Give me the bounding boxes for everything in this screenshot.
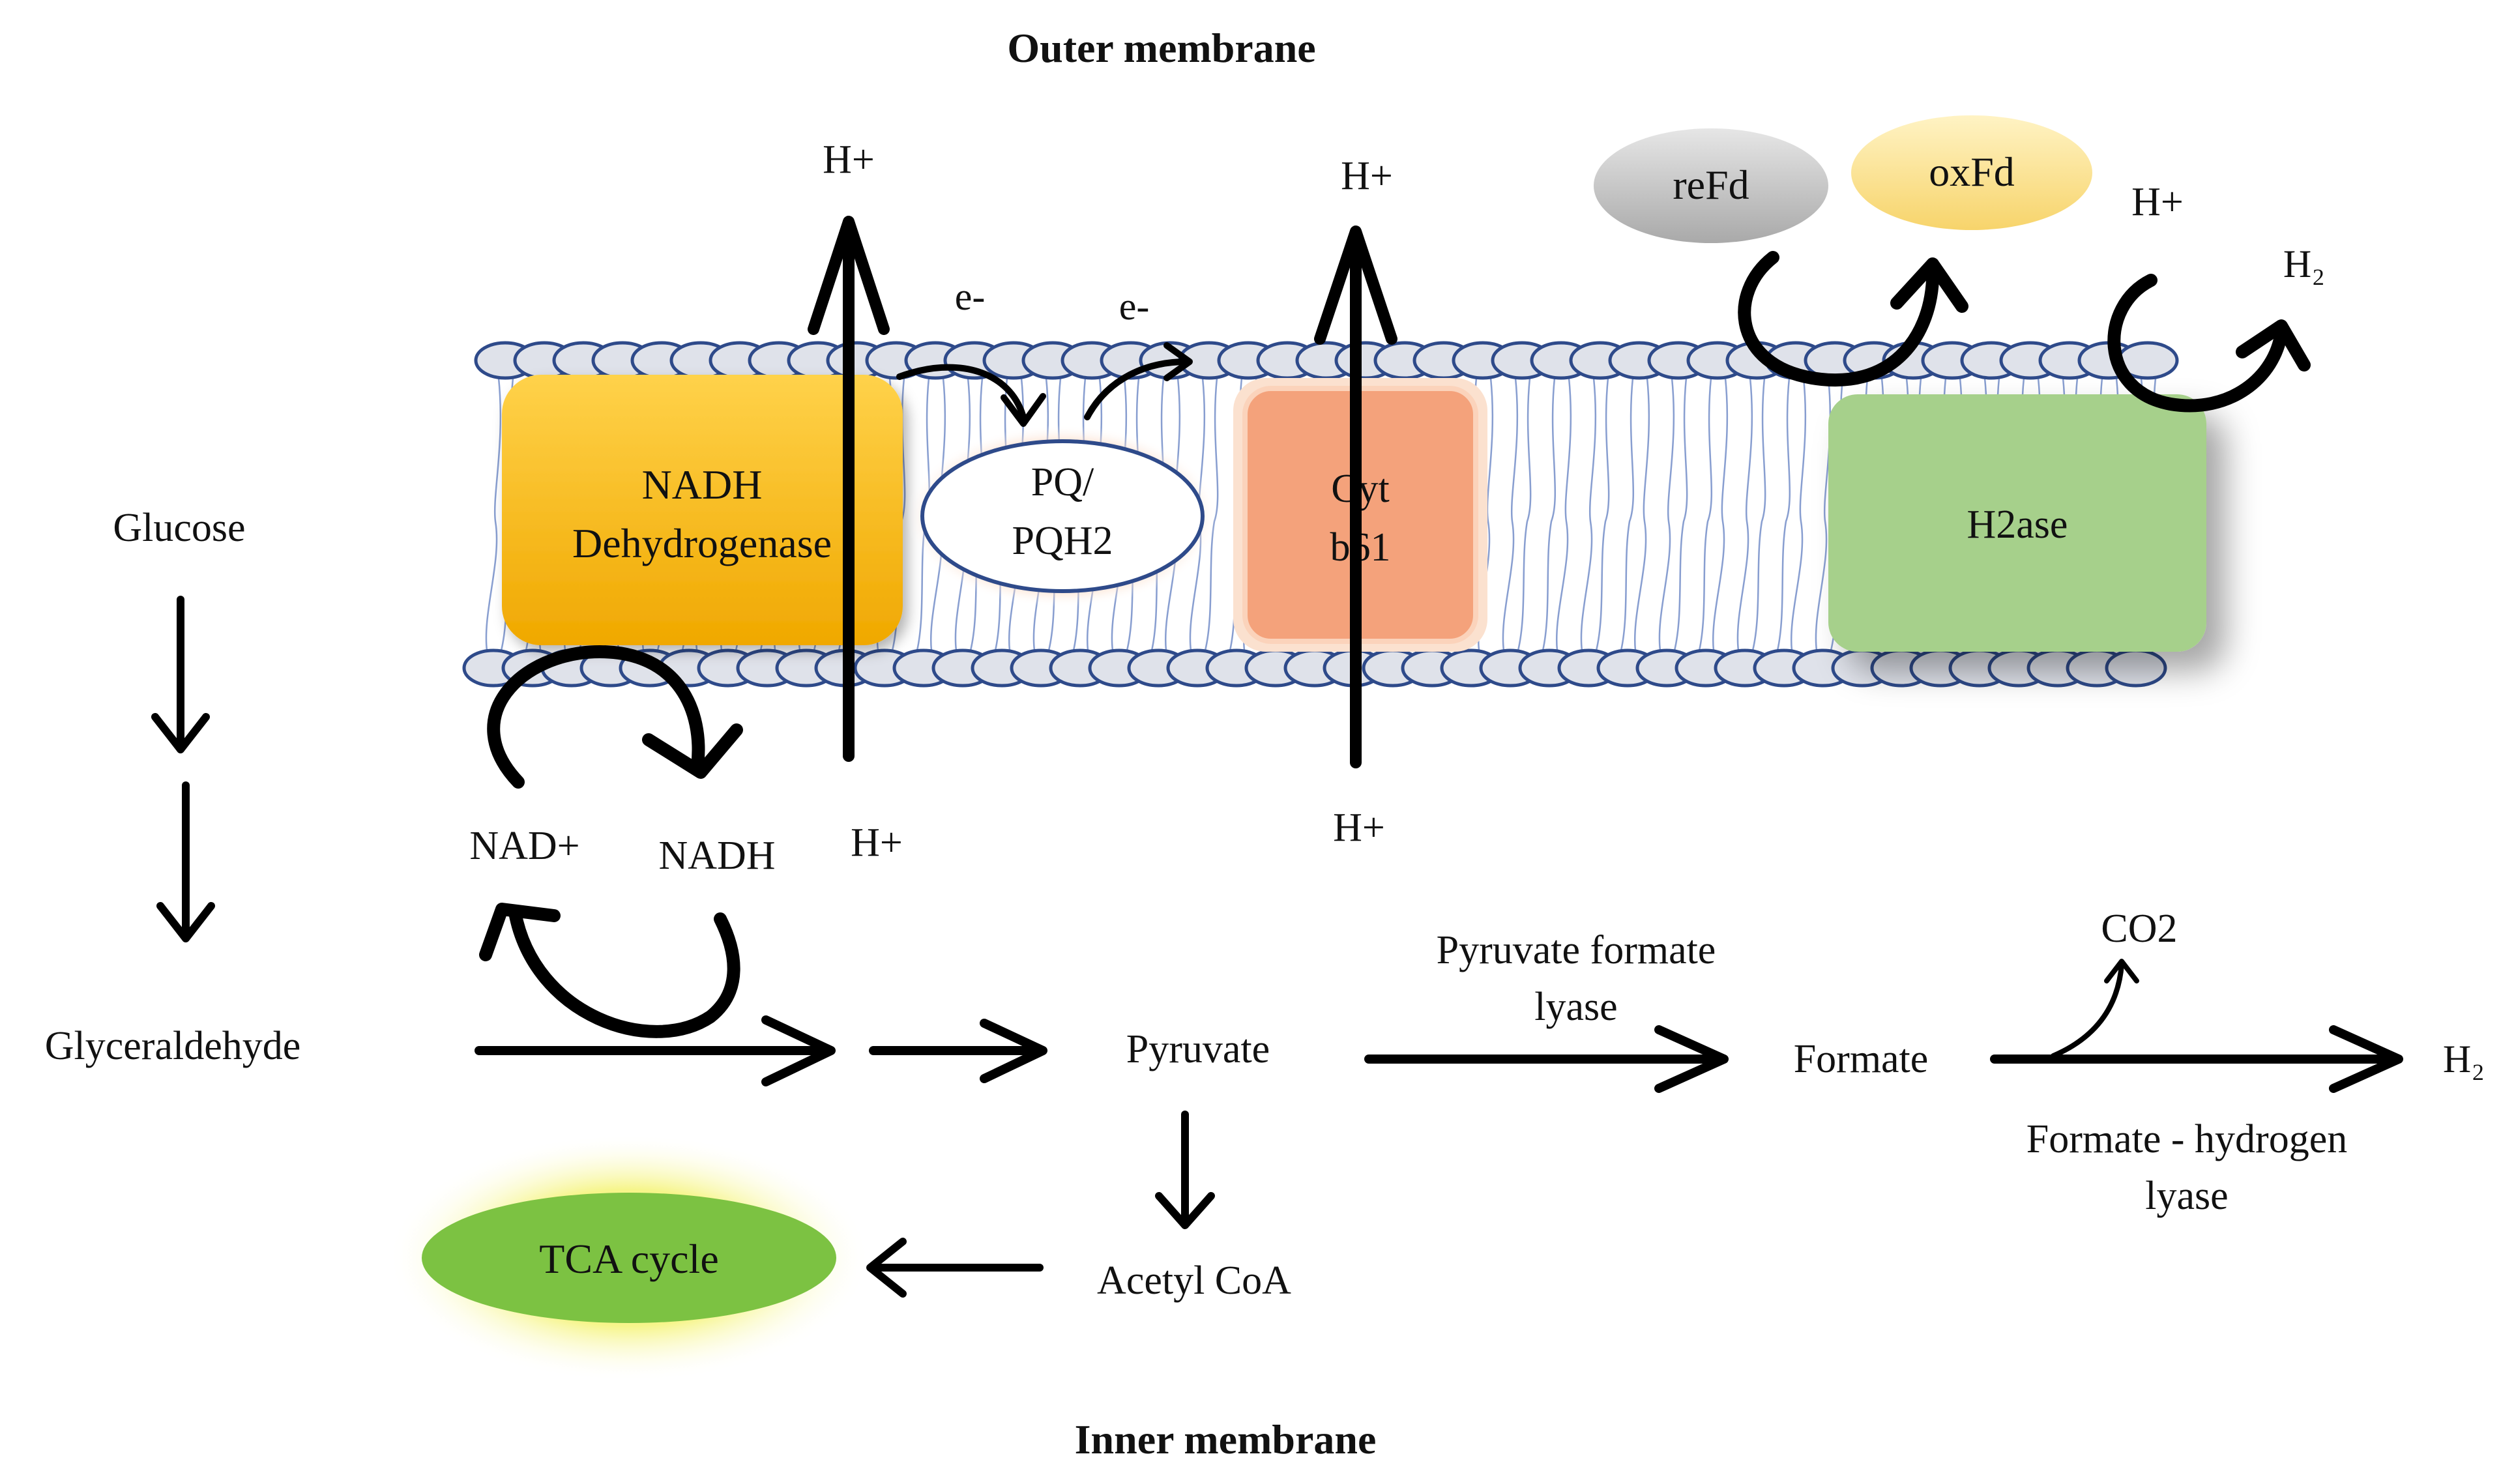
lipid-tail — [1815, 377, 1832, 651]
lipid-tail — [1620, 377, 1635, 651]
pathway-labels: H+ H+ H+ H₂ e- e- H+ H+ Glucose Glyceral… — [45, 138, 2485, 1303]
refd-label: reFd — [1673, 162, 1749, 208]
pq-label-2: PQH2 — [1012, 519, 1113, 563]
oxidized-ferredoxin: oxFd — [1851, 115, 2092, 230]
h2-inner: H₂ — [2443, 1038, 2485, 1081]
proton-pump-arrows — [808, 216, 1397, 768]
pq-pqh2-carrier: PQ/ PQH2 — [906, 425, 1219, 607]
h2-outer: H₂ — [2283, 242, 2325, 285]
glucose-label: Glucose — [113, 506, 245, 550]
lipid-tail — [485, 377, 502, 651]
lipid-tail — [1658, 377, 1675, 651]
h2ase-label: H2ase — [1967, 502, 2068, 547]
h-plus-nadh-bottom: H+ — [851, 821, 903, 865]
h-plus-cyt-bottom: H+ — [1333, 806, 1385, 850]
lipid-heads-inner-row — [462, 648, 2167, 688]
formate-hydrogen-lyase-1: Formate - hydrogen — [2026, 1117, 2347, 1161]
lipid-tail — [1776, 377, 1791, 651]
lipid-heads-outer-row — [474, 341, 2179, 380]
tca-cycle-node: TCA cycle — [388, 1134, 870, 1382]
lipid-tail — [1791, 377, 1807, 651]
lipid-head — [2105, 648, 2167, 688]
lipid-tail — [1673, 377, 1688, 651]
nad-plus-label: NAD+ — [469, 824, 579, 868]
lipid-tail — [1595, 377, 1610, 651]
lipid-tail — [1634, 377, 1650, 651]
nadh-dehydrogenase-complex: NADH Dehydrogenase — [502, 375, 903, 645]
glyceraldehyde-label: Glyceraldehyde — [45, 1024, 300, 1068]
pathway-arrows — [151, 596, 2403, 1298]
outer-membrane-title: Outer membrane — [1007, 25, 1315, 71]
hydrogenase-complex: H2ase — [1828, 394, 2206, 652]
h-plus-h2ase: H+ — [2131, 180, 2184, 224]
electron-label-2: e- — [1119, 285, 1150, 328]
formate-label: Formate — [1794, 1037, 1929, 1081]
lipid-tail — [1556, 377, 1572, 651]
reduced-ferredoxin: reFd — [1594, 128, 1828, 243]
pq-label-1: PQ/ — [1031, 460, 1094, 504]
lipid-tail — [1502, 377, 1519, 651]
curved-cycle-arrows — [479, 251, 2311, 1038]
electron-label-1: e- — [955, 275, 986, 318]
pyruvate-formate-lyase-2: lyase — [1534, 985, 1617, 1029]
nadh-dehydrogenase-label-2: Dehydrogenase — [572, 520, 832, 566]
lipid-tail — [1580, 377, 1597, 651]
co2-label: CO2 — [2101, 907, 2177, 951]
lipid-tail — [1542, 377, 1557, 651]
nadh-label: NADH — [658, 834, 775, 878]
lipid-tail — [1751, 377, 1766, 651]
lipid-tail — [1736, 377, 1753, 651]
lipid-tail — [1712, 377, 1729, 651]
pyruvate-formate-lyase-1: Pyruvate formate — [1437, 928, 1716, 972]
h-plus-cyt-top: H+ — [1341, 154, 1393, 198]
electron-transfer-arrows — [896, 342, 1193, 427]
pyruvate-label: Pyruvate — [1126, 1027, 1270, 1071]
formate-hydrogen-lyase-2: lyase — [2145, 1174, 2228, 1218]
acetyl-coa-label: Acetyl CoA — [1097, 1258, 1291, 1303]
h-plus-nadh-top: H+ — [823, 138, 875, 182]
tca-cycle-label: TCA cycle — [539, 1236, 718, 1282]
lipid-tail — [1698, 377, 1713, 651]
nadh-dehydrogenase-label-1: NADH — [642, 461, 763, 508]
inner-membrane-title: Inner membrane — [1075, 1416, 1377, 1462]
oxfd-label: oxFd — [1929, 149, 2015, 195]
lipid-tail — [1517, 377, 1532, 651]
